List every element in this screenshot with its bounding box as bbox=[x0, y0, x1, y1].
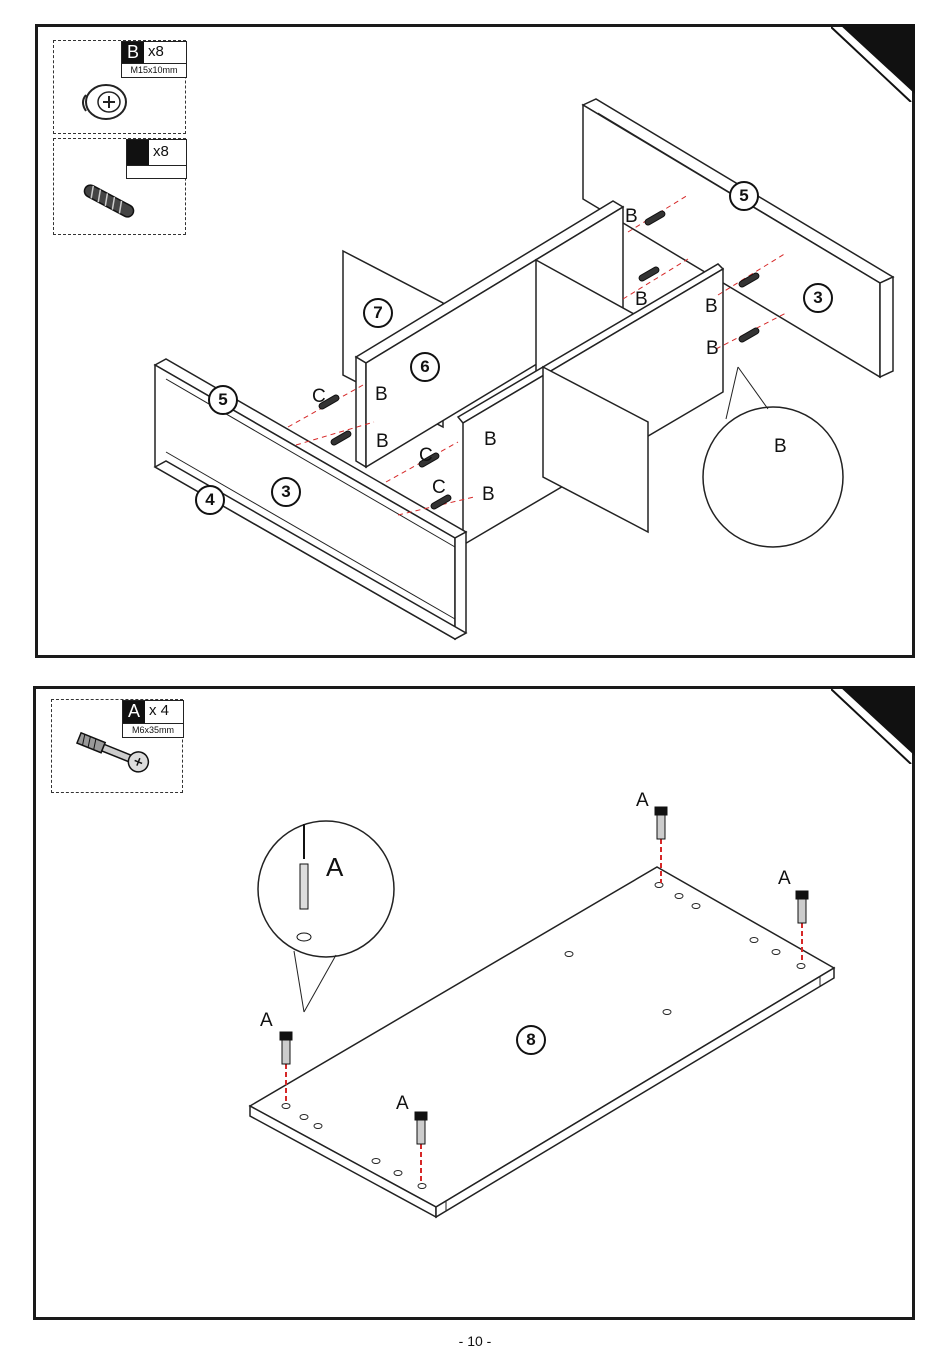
detail-callout-b: B bbox=[774, 437, 787, 457]
detail-callout-a: A bbox=[326, 857, 343, 877]
part-number-7: 7 bbox=[363, 298, 393, 328]
callout-c: C bbox=[419, 446, 433, 466]
assembly-step-2-panel: A x 4 M6x35mm bbox=[33, 686, 915, 1320]
part-number-8: 8 bbox=[516, 1025, 546, 1055]
part-number-3-front: 3 bbox=[271, 477, 301, 507]
callout-b: B bbox=[375, 385, 388, 405]
part-number-5-back: 5 bbox=[729, 181, 759, 211]
callout-c: C bbox=[432, 478, 446, 498]
callout-b: B bbox=[482, 485, 495, 505]
callout-c: C bbox=[312, 387, 326, 407]
cam-bolt-detail-circle bbox=[258, 821, 394, 957]
bottom-panel-diagram bbox=[36, 689, 912, 1317]
cabinet-frame-exploded-diagram bbox=[38, 27, 912, 655]
part-number-5-front: 5 bbox=[208, 385, 238, 415]
cam-lock-detail-circle bbox=[703, 407, 843, 547]
part-number-3-back: 3 bbox=[803, 283, 833, 313]
callout-b: B bbox=[635, 290, 648, 310]
callout-b: B bbox=[705, 297, 718, 317]
part-number-6: 6 bbox=[410, 352, 440, 382]
callout-a: A bbox=[396, 1094, 409, 1114]
callout-a: A bbox=[778, 869, 791, 889]
callout-b: B bbox=[376, 432, 389, 452]
callout-b: B bbox=[625, 207, 638, 227]
callout-b: B bbox=[484, 430, 497, 450]
page-number: - 10 - bbox=[0, 1333, 950, 1349]
part-number-4: 4 bbox=[195, 485, 225, 515]
callout-a: A bbox=[260, 1011, 273, 1031]
callout-a: A bbox=[636, 791, 649, 811]
assembly-step-1-panel: B x8 M15x10mm x8 bbox=[35, 24, 915, 658]
callout-b: B bbox=[706, 339, 719, 359]
